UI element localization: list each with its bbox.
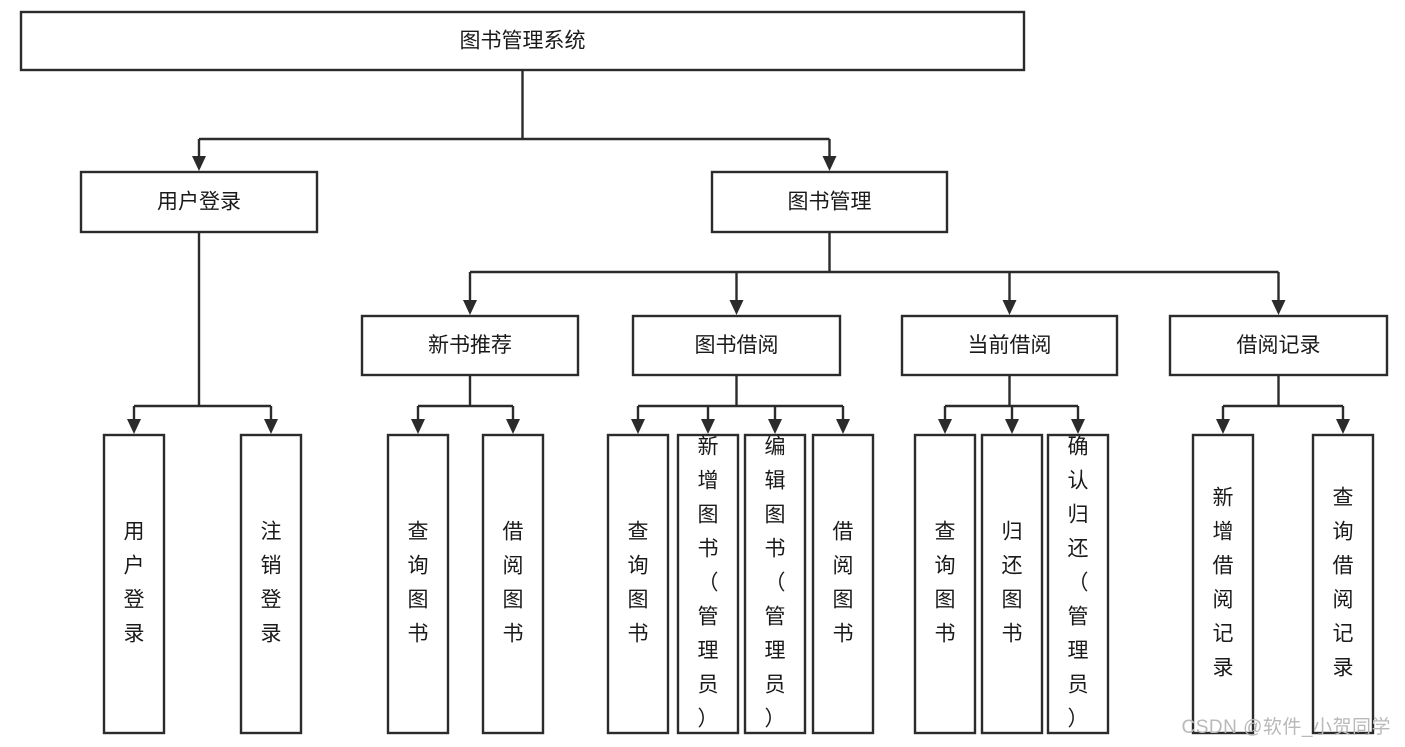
node-box-confirm-return-admin: [1046, 433, 1110, 735]
node-add-book-admin[interactable]: 新增图书（管理员）: [676, 433, 740, 735]
arrow-head-icon: [836, 419, 850, 434]
node-label-book-manage: 图书管理: [788, 191, 872, 214]
node-borrow-book-1[interactable]: 借阅图书: [481, 433, 545, 735]
node-box-add-book-admin: [676, 433, 740, 735]
node-box-query-book-3: [913, 433, 977, 735]
node-box-root: [19, 10, 1026, 72]
arrow-head-icon: [411, 419, 425, 434]
node-query-borrow-record[interactable]: 查询借阅记录: [1311, 433, 1375, 735]
arrow-head-icon: [1336, 419, 1350, 434]
node-label-user-login: 用户登录: [157, 191, 241, 214]
node-label-add-borrow-record: 新增借阅记录: [1213, 487, 1234, 680]
arrow-head-icon: [264, 419, 278, 434]
node-root[interactable]: 图书管理系统: [19, 10, 1026, 72]
node-label-edit-book-admin: 编辑图书（管理员）: [765, 436, 786, 731]
node-box-book-borrow: [631, 314, 842, 377]
arrow-head-icon: [1002, 300, 1017, 315]
node-box-borrow-book-1: [481, 433, 545, 735]
node-query-book-2[interactable]: 查询图书: [606, 433, 670, 735]
node-label-borrow-book-2: 借阅图书: [833, 521, 854, 646]
node-label-return-book: 归还图书: [1002, 521, 1023, 646]
node-label-confirm-return-admin: 确认归还（管理员）: [1068, 436, 1089, 731]
node-borrow-book-2[interactable]: 借阅图书: [811, 433, 875, 735]
arrow-head-icon: [1216, 419, 1230, 434]
node-label-query-book-3: 查询图书: [935, 521, 956, 646]
node-box-query-borrow-record: [1311, 433, 1375, 735]
node-label-new-book-recommend: 新书推荐: [428, 334, 512, 357]
node-label-borrow-record: 借阅记录: [1237, 334, 1321, 357]
watermark-text: CSDN @软件_小贺同学: [1181, 717, 1391, 738]
node-label-query-borrow-record: 查询借阅记录: [1333, 487, 1354, 680]
node-box-user-login-leaf: [102, 433, 166, 735]
node-box-borrow-record: [1168, 314, 1389, 377]
node-box-return-book: [980, 433, 1044, 735]
node-box-book-manage: [710, 170, 949, 234]
arrow-head-icon: [1271, 300, 1286, 315]
node-label-query-book-1: 查询图书: [408, 521, 429, 646]
connector-layer: [127, 70, 1350, 434]
node-borrow-record[interactable]: 借阅记录: [1168, 314, 1389, 377]
node-box-new-book-recommend: [360, 314, 580, 377]
node-user-login-leaf[interactable]: 用户登录: [102, 433, 166, 735]
node-query-book-3[interactable]: 查询图书: [913, 433, 977, 735]
arrow-head-icon: [822, 156, 837, 171]
node-current-borrow[interactable]: 当前借阅: [900, 314, 1119, 377]
node-label-root: 图书管理系统: [460, 30, 586, 53]
node-label-user-logout-leaf: 注销登录: [261, 521, 282, 646]
node-label-book-borrow: 图书借阅: [695, 334, 779, 357]
arrow-head-icon: [729, 300, 744, 315]
arrow-head-icon: [938, 419, 952, 434]
node-edit-book-admin[interactable]: 编辑图书（管理员）: [743, 433, 807, 735]
node-new-book-recommend[interactable]: 新书推荐: [360, 314, 580, 377]
node-box-edit-book-admin: [743, 433, 807, 735]
node-layer: 图书管理系统用户登录用户登录注销登录图书管理新书推荐查询图书借阅图书图书借阅查询…: [19, 10, 1389, 735]
node-book-borrow[interactable]: 图书借阅: [631, 314, 842, 377]
node-box-borrow-book-2: [811, 433, 875, 735]
arrow-head-icon: [1071, 419, 1085, 434]
node-box-query-book-1: [386, 433, 450, 735]
node-label-query-book-2: 查询图书: [628, 521, 649, 646]
node-query-book-1[interactable]: 查询图书: [386, 433, 450, 735]
node-label-add-book-admin: 新增图书（管理员）: [698, 436, 719, 731]
arrow-head-icon: [1005, 419, 1019, 434]
arrow-head-icon: [768, 419, 782, 434]
node-box-user-logout-leaf: [239, 433, 303, 735]
node-confirm-return-admin[interactable]: 确认归还（管理员）: [1046, 433, 1110, 735]
node-label-user-login-leaf: 用户登录: [124, 521, 145, 646]
arrow-head-icon: [192, 156, 206, 171]
arrow-head-icon: [463, 300, 477, 315]
node-user-logout-leaf[interactable]: 注销登录: [239, 433, 303, 735]
node-box-current-borrow: [900, 314, 1119, 377]
node-book-manage[interactable]: 图书管理: [710, 170, 949, 234]
node-label-borrow-book-1: 借阅图书: [503, 521, 524, 646]
node-box-add-borrow-record: [1191, 433, 1255, 735]
node-box-query-book-2: [606, 433, 670, 735]
arrow-head-icon: [506, 419, 520, 434]
arrow-head-icon: [701, 419, 715, 434]
arrow-head-icon: [631, 419, 645, 434]
node-user-login[interactable]: 用户登录: [79, 170, 319, 234]
node-box-user-login: [79, 170, 319, 234]
node-return-book[interactable]: 归还图书: [980, 433, 1044, 735]
arrow-head-icon: [127, 419, 141, 434]
node-label-current-borrow: 当前借阅: [968, 334, 1052, 357]
node-add-borrow-record[interactable]: 新增借阅记录: [1191, 433, 1255, 735]
